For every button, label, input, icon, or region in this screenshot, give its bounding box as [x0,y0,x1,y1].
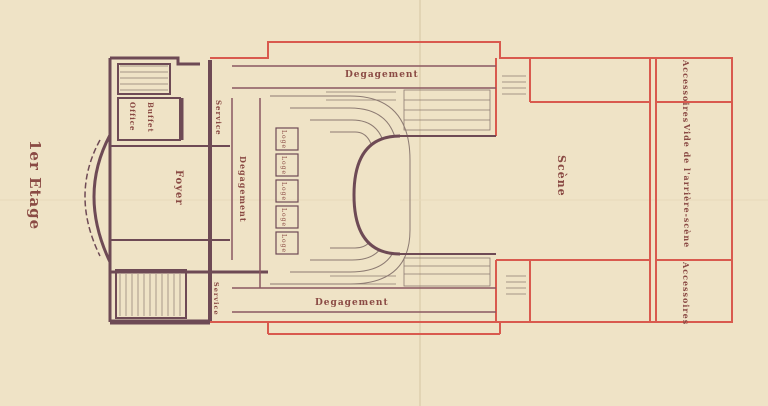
label-buffet: Buffet [146,102,155,133]
label-accessoires-bottom: Accessoires [681,261,691,325]
new-structure [210,41,733,335]
loge-boxes [275,127,299,255]
stair-hatching [119,274,181,316]
seat-rows [326,89,491,287]
label-service: Service [214,100,223,136]
label-loge: Loge [280,234,287,253]
label-loge: Loge [280,156,287,175]
corridor-lines [231,65,496,313]
label-degagement-bottom: Degagement [315,298,389,308]
floor-title: 1er Etage [26,140,44,230]
label-service-low: Service [212,282,220,316]
label-loge: Loge [280,182,287,201]
label-loge: Loge [280,208,287,227]
label-degagement-side: Degagement [238,156,248,223]
label-loge: Loge [280,130,287,149]
stage-stairs [502,75,526,295]
foyer-curved-facade [92,134,112,263]
label-foyer: Foyer [173,170,184,206]
label-scene: Scène [555,155,568,197]
orchestra-pit-curve [352,134,401,256]
label-degagement-top: Degagement [345,70,419,80]
label-office: Office [128,102,137,132]
label-accessoires-top: Accessoires [681,59,691,123]
label-arriere-scene: Vide de l'arrière-scène [682,123,692,248]
stair-hatching [120,65,168,91]
existing-structure [108,56,268,325]
